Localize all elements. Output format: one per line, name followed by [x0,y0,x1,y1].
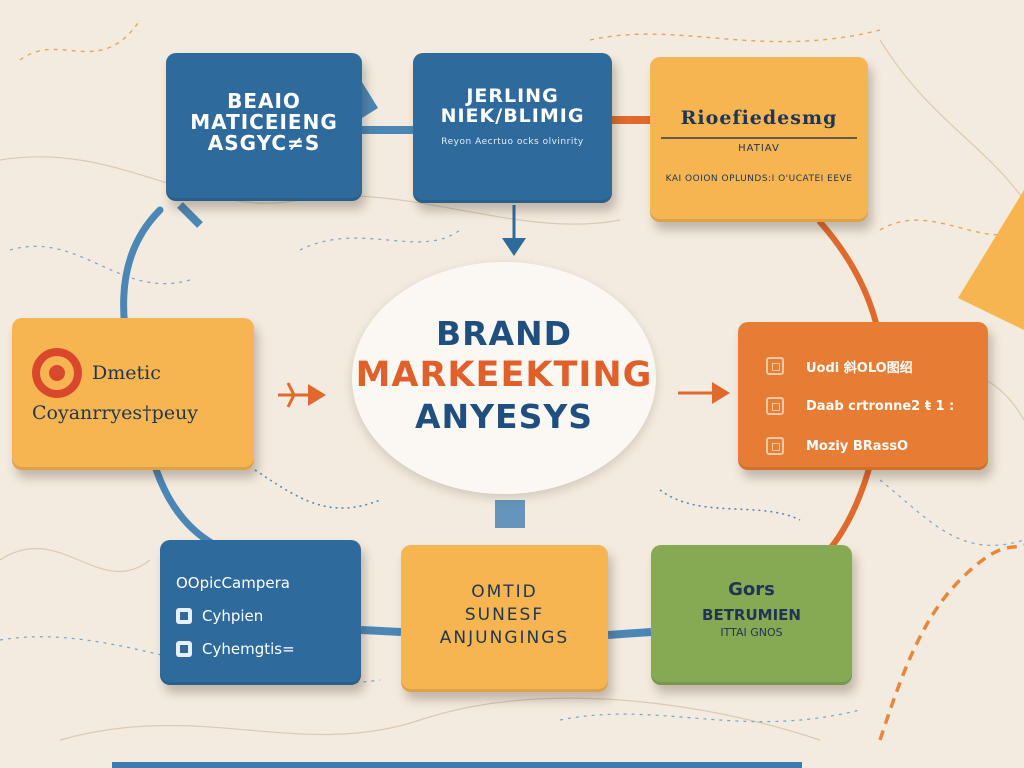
list-item-label: Cyhemgtis= [202,639,295,658]
card-metrics-list: Uodi 斜OLO图绍 Daab crtronne2 ŧ 1 : Moziy B… [738,322,988,470]
target-icon [32,348,82,398]
list-item: Cyhpien [176,599,361,632]
list-item: Cyhemgtis= [176,632,361,665]
clipboard-icon [766,357,784,375]
card-title-line: SUNESF [464,604,545,625]
card-title-line: MATICEIENG [190,110,338,134]
card-riesfiedesmg: Rioefiedesmg HATIAV KAI OOION OPLUNDS:I … [650,57,868,222]
list-item-label: Uodi 斜OLO图绍 [806,360,913,376]
card-brand-marketing: BEAIO MATICEIENG ASGYC≠S [166,53,362,201]
checkbox-icon [176,640,192,657]
clipboard-icon [766,437,784,455]
list-item: OOpicCampera [176,566,361,599]
list-item: Daab crtronne2 ŧ 1 : [766,386,988,426]
card-dmetic: Dmetic Coyanrryes†peuy [12,318,254,470]
card-subtitle: HATIAV [738,142,780,154]
card-omtid: OMTID SUNESF ANJUNGINGS [401,545,608,692]
checkbox-icon [176,607,192,624]
divider [661,136,857,139]
card-subtitle: BETRUMIEN [702,606,801,624]
card-title: Gors [728,579,775,600]
card-campaign: OOpicCampera Cyhpien Cyhemgtis= [160,540,361,685]
list-item: Moziy BRassO [766,426,988,466]
card-title-line: ANJUNGINGS [439,627,570,648]
clipboard-icon [766,397,784,415]
card-title-line: NIEK/BLIMIG [440,104,585,127]
card-title-line: BEAIO [227,89,301,113]
card-title: Rioefiedesmg [680,107,838,129]
card-title-line: JERLING [466,85,559,107]
card-caption: ITTAI GNOS [720,626,783,639]
card-jerling: JERLING NIEK/BLIMIG Reyon Aecrtuo ocks o… [413,53,612,203]
card-caption: Reyon Aecrtuo ocks olvinrity [441,136,584,147]
hub-title-line-1: BRAND [435,314,573,353]
hub-title-line-3: ANYESYS [414,397,594,436]
list-item: Uodi 斜OLO图绍 [766,346,988,386]
list-item-label: Moziy BRassO [806,438,909,454]
list-item-label: Cyhpien [202,606,264,625]
card-title-line: OMTID [471,582,538,602]
card-title-line: ASGYC≠S [207,131,321,155]
list-item-label: OOpicCampera [176,573,290,592]
hub-title-line-2: MARKEEKTING [355,355,653,395]
list-item-label: Daab crtronne2 ŧ 1 : [806,398,955,414]
card-caption: KAI OOION OPLUNDS:I O'UCATEI EEVE [665,173,853,184]
card-gors: Gors BETRUMIEN ITTAI GNOS [651,545,852,685]
card-subtitle: Coyanrryes†peuy [32,402,199,424]
center-hub: BRAND MARKEEKTING ANYESYS [352,262,656,494]
card-title: Dmetic [92,362,161,384]
